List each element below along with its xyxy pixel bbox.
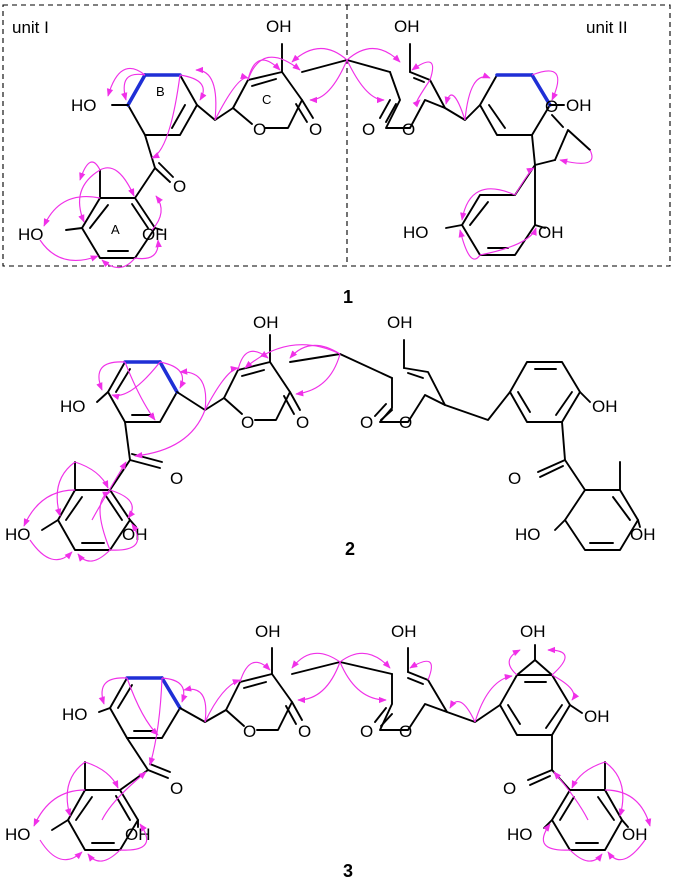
ring-c: [223, 361, 291, 421]
ring-c: [225, 673, 293, 731]
ring-o-label: O: [241, 413, 254, 432]
ho-label: HO: [18, 225, 44, 244]
oh-label: OH: [122, 525, 148, 544]
hmbc-arrows-3: [33, 646, 652, 862]
oh-label: OH: [630, 525, 656, 544]
compound-1: unit I unit II B HO O A HO OH: [2, 4, 671, 307]
ho-label: HO: [62, 705, 88, 724]
ring-o-label: O: [243, 722, 256, 741]
ho-label: HO: [507, 825, 533, 844]
compound-3: HO O HO OH O O OH O: [5, 622, 652, 881]
ring-c-prime: [385, 71, 446, 129]
ring-a-prime: [551, 769, 623, 851]
hmbc-arrows-1: [39, 47, 593, 269]
oh-label: OH: [266, 17, 292, 36]
unit-box: [2, 4, 671, 267]
ring-b-prime: [499, 674, 571, 736]
ring-b: [126, 73, 198, 136]
carbonyl-o-label: O: [503, 779, 516, 798]
ring-b-label: B: [156, 84, 165, 99]
oh-label: OH: [622, 825, 648, 844]
oh-label: OH: [566, 96, 592, 115]
lactone-o-label: O: [298, 722, 311, 741]
hmbc-arrows-2: [23, 344, 341, 562]
lactone-o-label: O: [296, 413, 309, 432]
oh-label: OH: [253, 313, 279, 332]
carbonyl-o-label: O: [173, 177, 186, 196]
acetyl-o-label: O: [545, 97, 558, 116]
oh-label: OH: [520, 622, 546, 641]
compound-number: 2: [345, 539, 355, 559]
oh-label: OH: [255, 622, 281, 641]
ring-o-label: O: [399, 413, 412, 432]
ring-a-prime: [461, 164, 536, 256]
ring-c: [232, 71, 303, 129]
lactone-o-label: O: [360, 722, 373, 741]
ring-b-prime: [479, 73, 552, 136]
ring-b: [109, 676, 182, 739]
oh-label: OH: [592, 397, 618, 416]
ho-label: HO: [60, 397, 86, 416]
oh-label: OH: [394, 17, 420, 36]
ring-o-label: O: [402, 120, 415, 139]
ho-label: HO: [71, 96, 97, 115]
oh-label: OH: [538, 223, 564, 242]
ring-c-label: C: [262, 92, 271, 107]
ho-label: HO: [5, 525, 31, 544]
ring-c-prime: [379, 671, 448, 731]
ring-o-label: O: [253, 120, 266, 139]
ring-a: [67, 769, 149, 851]
ho-label: HO: [515, 525, 541, 544]
compound-number: 3: [343, 861, 353, 881]
ring-b-prime: [509, 361, 581, 423]
lactone-o-label: O: [309, 120, 322, 139]
ho-label: HO: [403, 223, 429, 242]
ho-label: HO: [5, 825, 31, 844]
compound-number: 1: [343, 287, 353, 307]
oh-label: OH: [391, 622, 417, 641]
ring-a: [81, 167, 156, 259]
ring-a: [57, 459, 131, 551]
ring-c-prime: [379, 367, 446, 423]
ring-o-label: O: [399, 722, 412, 741]
oh-label: OH: [584, 707, 610, 726]
lactone-o-label: O: [360, 413, 373, 432]
carbonyl-o-label: O: [170, 469, 183, 488]
ring-a-label: A: [111, 222, 120, 237]
carbonyl-o-label: O: [170, 779, 183, 798]
unit-i-label: unit I: [12, 18, 49, 37]
oh-label: OH: [387, 313, 413, 332]
ring-b: [107, 360, 179, 423]
lactone-o-label: O: [362, 120, 375, 139]
unit-ii-label: unit II: [586, 18, 628, 37]
compound-2: HO O HO OH O O OH O: [5, 313, 656, 562]
carbonyl-o-label: O: [508, 469, 521, 488]
ring-a-prime: [564, 459, 639, 551]
oh-label: OH: [142, 225, 168, 244]
